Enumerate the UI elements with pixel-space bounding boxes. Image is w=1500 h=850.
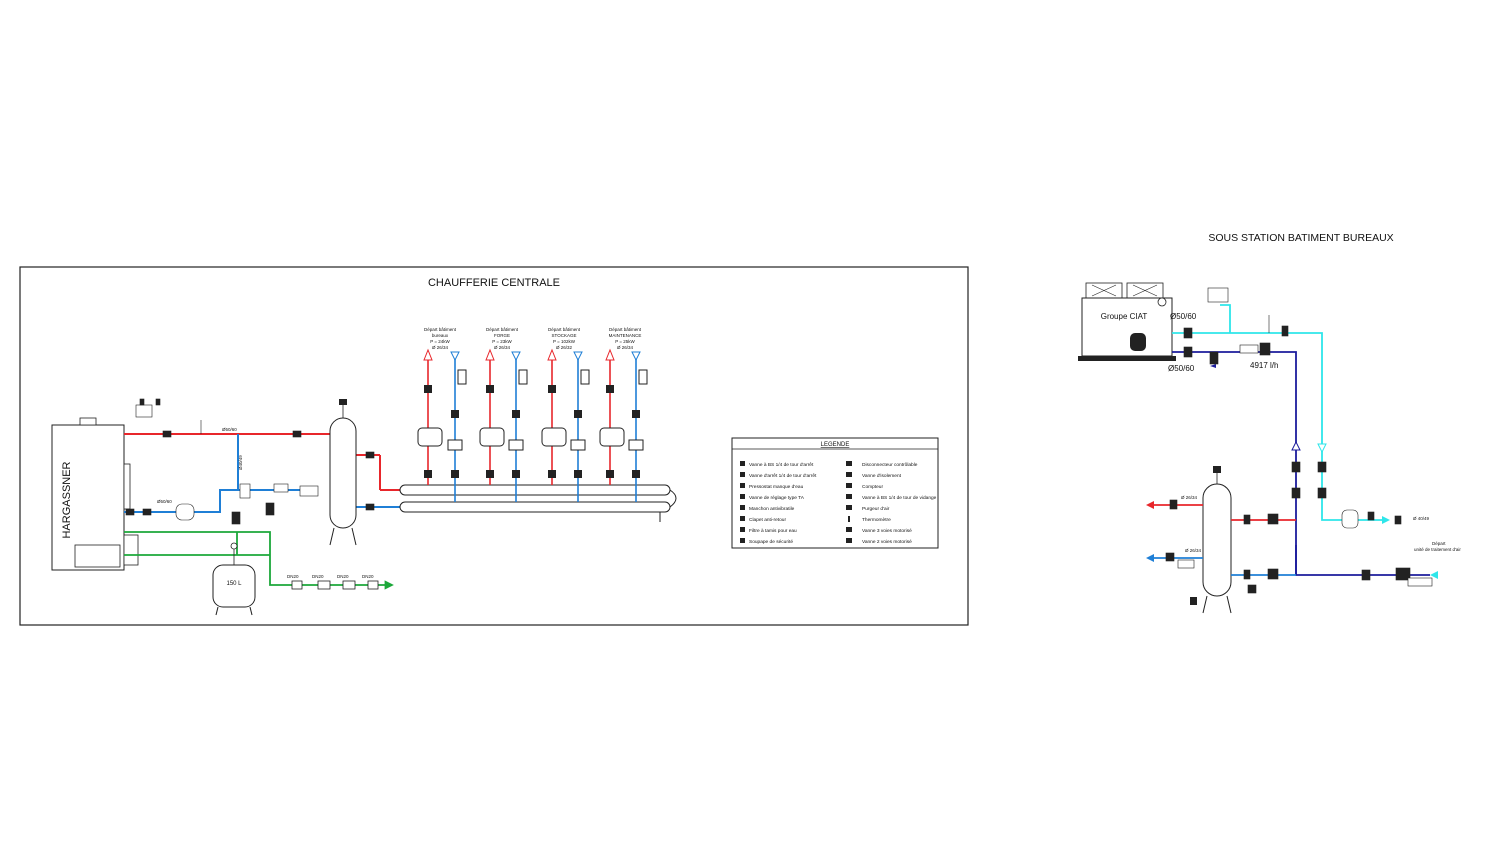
departure-1-line4: Ø 26/34 [432, 345, 449, 350]
chilled-return-arrow [1291, 440, 1301, 451]
departure-circuit-2 [479, 348, 528, 502]
right-depart-line2: unité de traitement d'air [1414, 547, 1461, 552]
legend-title: LEGENDE [821, 442, 850, 448]
chilled-outlet-arrow [1382, 516, 1390, 524]
pipe-top-label: Ø50/60 [1170, 312, 1197, 321]
main-hot-pipe-label: Ø50/60 [222, 427, 237, 432]
departure-2-line2: FORGE [494, 333, 510, 338]
chiller: Groupe CIAT [1078, 282, 1176, 361]
main-line-fittings [125, 398, 375, 525]
tank-fittings [1165, 499, 1279, 594]
departure-circuit-4 [599, 348, 648, 502]
legend-right-item-7: Vanne 3 voies motorisé [862, 528, 912, 534]
tank-left-label-1: Ø 26/34 [1181, 495, 1198, 500]
departure-circuit-3 [541, 348, 590, 502]
departure-circuits [417, 348, 648, 502]
chaufferie-title: CHAUFFERIE CENTRALE [428, 277, 560, 289]
chaufferie-frame [19, 266, 969, 626]
boiler-label: HARGASSNER [61, 461, 73, 538]
expansion-vessel: 150 L [212, 542, 256, 616]
departure-3-line2: STOCKAGE [552, 333, 577, 338]
tank-left-label-2: Ø 26/34 [1185, 548, 1202, 553]
legend-left-item-7: Filtre à tamis pour eau [749, 528, 797, 534]
fill-line-label-3: DN20 [337, 574, 349, 579]
departure-3-line1: Départ bâtiment [548, 327, 581, 332]
riser-pipe-label: Ø40/49 [238, 455, 243, 470]
legend-left-item-4: Vanne de réglage type TA [749, 495, 805, 501]
tank-hot-arrow [1146, 501, 1154, 509]
departure-1-line3: P = 24kW [430, 339, 450, 344]
flow-rate-label: 4917 l/h [1250, 361, 1278, 370]
legend-right-item-2: Vanne d'isolement [862, 473, 902, 479]
pipe-bottom-label: Ø50/60 [1168, 364, 1195, 373]
legend-box [731, 437, 939, 549]
sous-station-panel: SOUS STATION BATIMENT BUREAUX Groupe CIA… [1078, 232, 1461, 614]
departure-4-line3: P = 25kW [615, 339, 635, 344]
boiler: HARGASSNER [51, 417, 139, 571]
chiller-label: Groupe CIAT [1101, 312, 1148, 321]
legend-left-icons [740, 461, 745, 543]
legend-right-item-5: Purgeur d'air [862, 506, 890, 512]
legend-left-item-3: Pressostat manque d'eau [749, 484, 804, 490]
legend-left-item-6: Clapet anti-retour [749, 517, 786, 523]
legend-left-item-5: Manchon antivibratile [749, 506, 795, 512]
fill-line-label-2: DN20 [312, 574, 324, 579]
legend-right-item-1: Disconnecteur contrôlable [862, 462, 918, 468]
sous-station-fittings [1183, 287, 1433, 587]
sous-station-title: SOUS STATION BATIMENT BUREAUX [1208, 232, 1393, 244]
chaufferie-panel: CHAUFFERIE CENTRALE HARGASSNER Ø50/60 Ø5… [19, 266, 969, 626]
departure-3-line3: P = 102kW [553, 339, 576, 344]
departure-4-line4: Ø 26/34 [617, 345, 634, 350]
sous-station-tank [1190, 466, 1232, 614]
manifold [399, 484, 677, 522]
legend-right-icons [846, 461, 852, 543]
departure-1-line1: Départ bâtiment [424, 327, 457, 332]
fill-line-fittings [291, 580, 394, 590]
legend-right-item-8: Vanne 2 voies motorisé [862, 539, 912, 545]
right-depart-line1: Départ [1432, 541, 1446, 546]
main-cold-pipe-label: Ø50/60 [157, 499, 172, 504]
legend-right-item-4: Vanne à BS 1/4 de tour de vidange [862, 495, 937, 501]
chilled-supply-arrow [1317, 443, 1327, 454]
buffer-tank [329, 399, 357, 546]
tank-cold-arrow [1146, 554, 1154, 562]
hot-pipes [124, 433, 400, 491]
fill-line-label-4: DN20 [362, 574, 374, 579]
legend-left-item-2: Vanne d'arrêt 1/4 de tour d'arrêt [749, 473, 817, 479]
departure-4-line1: Départ bâtiment [609, 327, 642, 332]
departure-2-line1: Départ bâtiment [486, 327, 519, 332]
departure-circuit-1 [417, 348, 467, 502]
legend-left-item-1: Vanne à BS 1/4 de tour d'arrêt [749, 462, 814, 468]
legend-right-item-6: Thermomètre [862, 517, 891, 523]
departure-2-line4: Ø 26/34 [494, 345, 511, 350]
fill-line-label-1: DN20 [287, 574, 299, 579]
legend-left-item-8: Soupape de sécurité [749, 539, 793, 545]
legend: LEGENDE Van [731, 437, 939, 549]
tank-cold-pipes [1150, 557, 1296, 576]
departure-2-line3: P = 23kW [492, 339, 512, 344]
return-outlet-arrow [1430, 571, 1438, 579]
right-pipe-label: Ø 40/49 [1413, 516, 1430, 521]
legend-right-item-3: Compteur [862, 484, 883, 490]
chilled-supply-pipes [1172, 304, 1382, 521]
departure-3-line4: Ø 26/32 [556, 345, 573, 350]
departure-labels: Départ bâtiment bureaux P = 24kW Ø 26/34… [424, 327, 642, 350]
departure-1-line2: bureaux [432, 333, 449, 338]
expansion-vessel-label: 150 L [226, 581, 242, 587]
departure-4-line2: MAINTENANCE [609, 333, 642, 338]
flow-arrow [1210, 364, 1216, 368]
